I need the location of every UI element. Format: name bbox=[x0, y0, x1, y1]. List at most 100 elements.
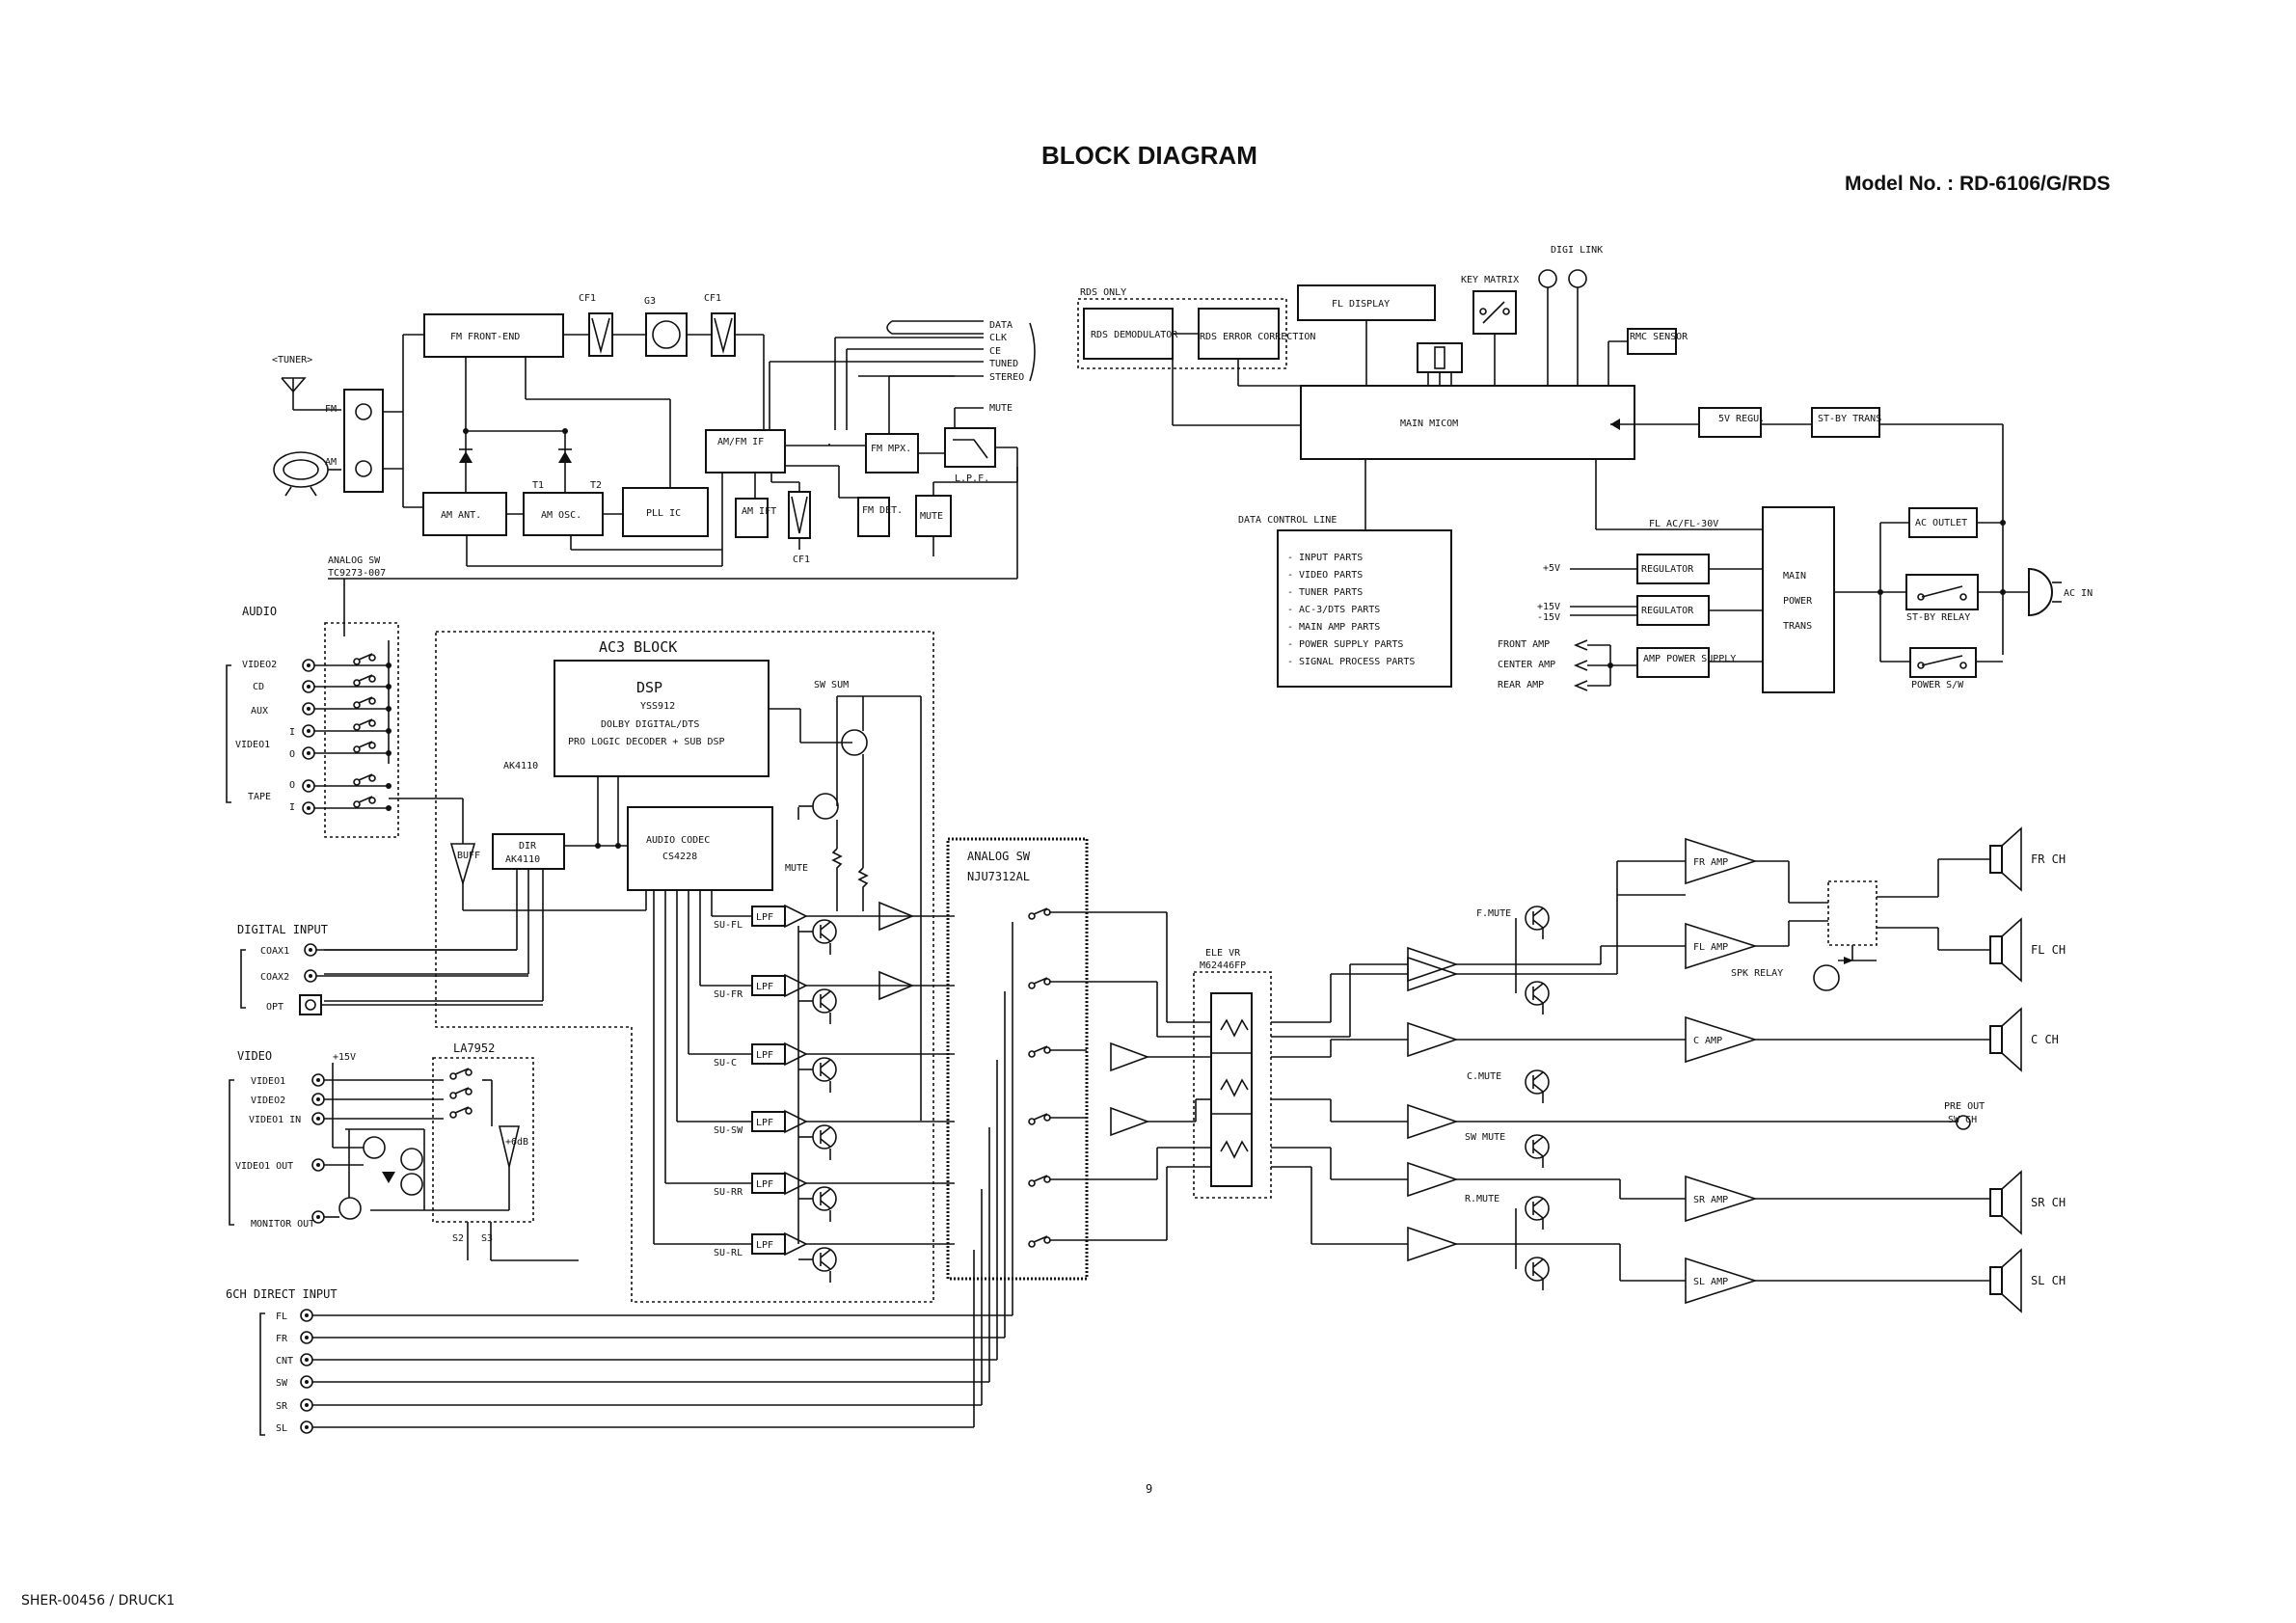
video-section: VIDEO +15V LA7952 VIDEO1 VIDEO2 VIDEO1 I… bbox=[229, 1041, 579, 1261]
rmc-sensor-block bbox=[1627, 328, 1677, 355]
analog-sw2-title: ANALOG SW bbox=[967, 850, 1031, 863]
ac-outlet-label: AC OUTLET bbox=[1915, 518, 1967, 528]
ele-vr-ic: M62446FP bbox=[1200, 960, 1246, 971]
output-mute-transistor-5 bbox=[1525, 1257, 1550, 1282]
am-input-label: AM bbox=[325, 457, 337, 468]
sw-sum-label: SW SUM bbox=[814, 680, 849, 690]
lpf-buffer-0 bbox=[784, 904, 808, 929]
pre-amp-4 bbox=[1407, 1161, 1459, 1198]
lpf-label-0: LPF bbox=[756, 912, 773, 923]
lpf-buffer-2 bbox=[784, 1041, 808, 1067]
channel-label-2: SU-C bbox=[714, 1058, 737, 1068]
rds-only-label: RDS ONLY bbox=[1080, 287, 1126, 298]
input-tape-label: TAPE bbox=[248, 792, 271, 802]
cf1-b-label: CF1 bbox=[704, 293, 721, 304]
analog-sw2-ic: NJU7312AL bbox=[967, 870, 1030, 883]
mute-transistor-0 bbox=[812, 919, 837, 944]
rds-demodulator-label: RDS DEMODULATOR bbox=[1091, 330, 1178, 340]
video-buffer-amp bbox=[498, 1125, 521, 1168]
mute-block-label: MUTE bbox=[920, 511, 943, 522]
input-video1-label: VIDEO1 bbox=[235, 740, 270, 750]
r-mute-label: R.MUTE bbox=[1465, 1194, 1499, 1204]
output-mute-transistor-1 bbox=[1525, 981, 1550, 1006]
t1-label: T1 bbox=[532, 480, 544, 491]
dsp-label: DSP bbox=[636, 679, 662, 696]
part-ac3-dts: - AC-3/DTS PARTS bbox=[1287, 605, 1380, 615]
analog-sw-ic-label: TC9273-007 bbox=[328, 568, 386, 579]
mute-transistor-5 bbox=[812, 1247, 837, 1272]
audio-input-section: ANALOG SW TC9273-007 AUDIO VIDEO2 CD AUX… bbox=[226, 555, 464, 844]
rds-ecc-label: RDS ERROR CORRECTION bbox=[1200, 332, 1315, 342]
signal-ce: CE bbox=[989, 346, 1001, 357]
rds-error-correction-block bbox=[1198, 308, 1280, 360]
digital-input-opt: OPT bbox=[266, 1002, 284, 1013]
analog-sw-region bbox=[324, 622, 399, 838]
digi-link-jack-2 bbox=[1568, 269, 1587, 288]
mute-transistor-1 bbox=[812, 988, 837, 1014]
video-title: VIDEO bbox=[237, 1049, 272, 1063]
signal-tuned: TUNED bbox=[989, 359, 1018, 369]
input-tape-o: O bbox=[289, 780, 295, 791]
ac3-block-region bbox=[435, 631, 934, 1303]
v15p-label: +15V bbox=[1537, 602, 1560, 612]
tuner-section: <TUNER> FM AM FM FRONT-END CF1 G3 CF1 bbox=[272, 293, 1036, 580]
mute-transistor-2 bbox=[812, 1057, 837, 1082]
monitor-out-label: MONITOR OUT bbox=[251, 1219, 314, 1230]
center-amp-label: CENTER AMP bbox=[1498, 660, 1555, 670]
stby-relay-label: ST-BY RELAY bbox=[1906, 612, 1970, 623]
rmc-sensor-label: RMC SENSOR bbox=[1630, 332, 1688, 342]
mute-transistor-3 bbox=[812, 1124, 837, 1150]
am-osc-label: AM OSC. bbox=[541, 510, 581, 521]
pre-out-jack bbox=[1956, 1115, 1971, 1130]
digital-input-coax2: COAX2 bbox=[260, 972, 289, 983]
sw-sum-transistor-2 bbox=[812, 793, 839, 820]
analog-sw2-region bbox=[946, 837, 1089, 1281]
v5-label: +5V bbox=[1543, 563, 1560, 574]
spk-relay-transistor bbox=[1813, 964, 1840, 991]
output-section: F.MUTE C.MUTE SW MUTE R.MUTE SPK RELAY P… bbox=[1271, 826, 2066, 1313]
input-video1-o: O bbox=[289, 749, 295, 760]
direct-input-label-5: SL bbox=[276, 1423, 287, 1434]
audio-section-label: AUDIO bbox=[242, 605, 277, 618]
control-parts-list bbox=[1277, 529, 1452, 688]
direct-input-label-0: FL bbox=[276, 1312, 287, 1322]
mute-transistor-4 bbox=[812, 1186, 837, 1211]
speaker-label-3: SR CH bbox=[2031, 1196, 2066, 1209]
lpf-buffer-3 bbox=[784, 1109, 808, 1134]
fl-buffer bbox=[878, 901, 915, 932]
f-mute-label: F.MUTE bbox=[1476, 908, 1511, 919]
direct-input-label-2: CNT bbox=[276, 1356, 293, 1366]
speaker-label-1: FL CH bbox=[2031, 943, 2066, 957]
fm-mpx-block bbox=[865, 433, 919, 473]
trans-label-3: TRANS bbox=[1783, 621, 1812, 632]
buff-label: BUFF bbox=[457, 851, 480, 861]
speaker-label-0: FR CH bbox=[2031, 852, 2066, 866]
lpf-label-5: LPF bbox=[756, 1240, 773, 1251]
video-input-video2: VIDEO2 bbox=[251, 1096, 285, 1106]
power-sw-label: POWER S/W bbox=[1911, 680, 1964, 690]
cf1-c-label: CF1 bbox=[793, 555, 810, 565]
analog-sw-buffer-1 bbox=[1110, 1106, 1150, 1137]
rds-section: RDS ONLY RDS DEMODULATOR RDS ERROR CORRE… bbox=[1077, 287, 1315, 426]
pll-ic-label: PLL IC bbox=[646, 508, 681, 519]
output-mute-transistor-0 bbox=[1525, 906, 1550, 931]
output-mute-transistor-3 bbox=[1525, 1134, 1550, 1159]
dsp-desc-2: PRO LOGIC DECODER + SUB DSP bbox=[568, 737, 725, 747]
input-aux: AUX bbox=[251, 706, 268, 717]
audio-input-jacks bbox=[302, 653, 392, 815]
am-fm-if-label: AM/FM IF bbox=[717, 437, 764, 447]
g3-label: G3 bbox=[644, 296, 656, 307]
front-amp-label: FRONT AMP bbox=[1498, 639, 1550, 650]
part-input: - INPUT PARTS bbox=[1287, 553, 1363, 563]
ele-vr-section: ELE VR M62446FP bbox=[1193, 948, 1272, 1199]
direct-input-label-3: SW bbox=[276, 1378, 288, 1389]
fm-det-block bbox=[857, 497, 890, 537]
stby-trans-label: ST-BY TRANS bbox=[1818, 414, 1881, 424]
regulator-1-label: REGULATOR bbox=[1641, 564, 1694, 575]
analog-sw2-section: ANALOG SW NJU7312AL bbox=[946, 837, 1089, 1281]
speaker-label-2: C CH bbox=[2031, 1033, 2059, 1046]
digital-input-section: DIGITAL INPUT COAX1 COAX2 OPT bbox=[237, 923, 543, 1015]
power-amp-label-0: FR AMP bbox=[1693, 857, 1728, 868]
pll-ic-block bbox=[622, 487, 709, 537]
